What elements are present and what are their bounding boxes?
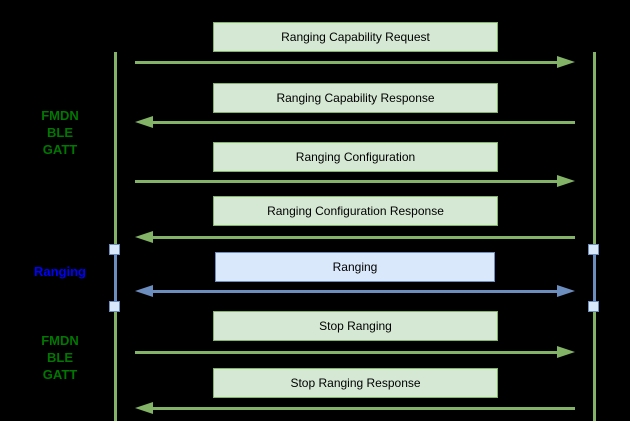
message-box-ranging-configuration: Ranging Configuration [213, 142, 498, 172]
arrow-head-left-icon [135, 231, 153, 243]
message-arrow-left [135, 116, 575, 128]
phase-label-ranging: Ranging [8, 263, 112, 280]
arrow-line [150, 290, 560, 293]
message-label: Stop Ranging [319, 319, 392, 333]
message-box-ranging-configuration-response: Ranging Configuration Response [213, 196, 498, 226]
message-label: Ranging Configuration [295, 150, 416, 164]
message-arrow-right [135, 175, 575, 187]
activation-node-icon [588, 244, 599, 255]
arrow-line [150, 236, 575, 239]
arrow-head-right-icon [557, 175, 575, 187]
phase-label-line: FMDN [41, 333, 79, 348]
activation-node-icon [109, 301, 120, 312]
arrow-head-right-icon [557, 346, 575, 358]
phase-label-fmdn-ble-gatt-bottom: FMDN BLE GATT [8, 332, 112, 383]
message-label: Ranging Capability Request [281, 30, 430, 44]
message-box-ranging-capability-request: Ranging Capability Request [213, 22, 498, 52]
ranging-activation-segment-left [114, 250, 117, 306]
arrow-head-left-icon [135, 285, 153, 297]
arrow-head-left-icon [135, 116, 153, 128]
arrow-head-right-icon [557, 56, 575, 68]
message-box-ranging-capability-response: Ranging Capability Response [213, 83, 498, 113]
phase-label-line: GATT [42, 367, 78, 382]
message-box-ranging: Ranging [215, 252, 495, 282]
message-label: Ranging [332, 260, 378, 274]
arrow-line [135, 180, 560, 183]
arrow-line [150, 121, 575, 124]
ranging-activation-segment-right [593, 250, 596, 306]
message-arrow-bidirectional [135, 285, 575, 297]
arrow-line [150, 407, 575, 410]
lifeline-right [593, 52, 596, 421]
phase-label-line: BLE [47, 350, 73, 365]
message-arrow-left [135, 231, 575, 243]
arrow-head-right-icon [557, 285, 575, 297]
phase-label-line: Ranging [34, 264, 86, 279]
phase-label-line: GATT [42, 142, 78, 157]
phase-label-line: FMDN [41, 108, 79, 123]
phase-label-fmdn-ble-gatt-top: FMDN BLE GATT [8, 107, 112, 158]
message-label: Ranging Configuration Response [267, 204, 444, 218]
activation-node-icon [588, 301, 599, 312]
arrow-line [135, 61, 560, 64]
message-box-stop-ranging: Stop Ranging [213, 311, 498, 341]
activation-node-icon [109, 244, 120, 255]
message-arrow-right [135, 346, 575, 358]
message-arrow-left [135, 402, 575, 414]
message-box-stop-ranging-response: Stop Ranging Response [213, 368, 498, 398]
arrow-head-left-icon [135, 402, 153, 414]
message-arrow-right [135, 56, 575, 68]
arrow-line [135, 351, 560, 354]
message-label: Ranging Capability Response [276, 91, 435, 105]
message-label: Stop Ranging Response [290, 376, 421, 390]
phase-label-line: BLE [47, 125, 73, 140]
lifeline-left [114, 52, 117, 421]
